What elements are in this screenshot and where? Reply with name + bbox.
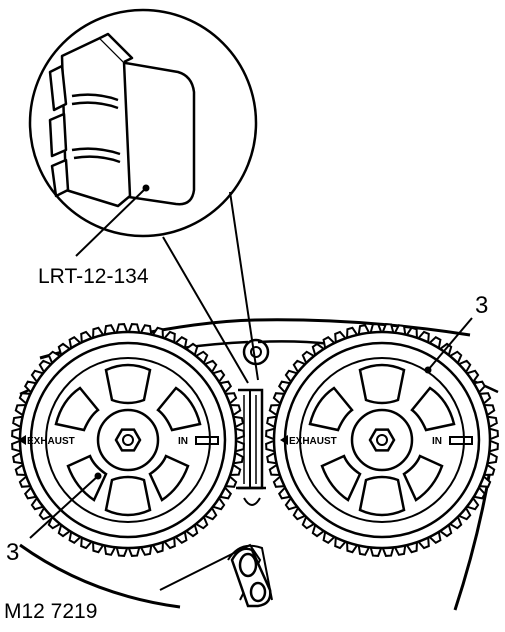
right-in-slot: [449, 436, 473, 445]
right-in-mark: IN: [432, 436, 442, 447]
exhaust-arrow-icon-right: [280, 435, 288, 445]
exhaust-camshaft-pulley: [11, 323, 245, 557]
idler-stud: [242, 338, 270, 366]
tool-insertion-gap: [236, 388, 266, 506]
left-exhaust-mark: EXHAUST: [27, 436, 75, 447]
inlet-camshaft-pulley: [265, 323, 499, 557]
callout-right: 3: [475, 292, 488, 319]
left-in-mark: IN: [178, 436, 188, 447]
figure-reference: M12 7219: [4, 600, 97, 623]
exhaust-arrow-icon-left: [18, 435, 26, 445]
tool-label: LRT-12-134: [38, 265, 149, 288]
left-in-slot: [195, 436, 219, 445]
lower-bracket: [230, 547, 272, 608]
timing-pin-tool-drawing: [48, 32, 196, 208]
right-exhaust-mark: EXHAUST: [289, 436, 337, 447]
callout-left: 3: [6, 539, 19, 566]
tool-detail-magnifier: [28, 8, 258, 257]
